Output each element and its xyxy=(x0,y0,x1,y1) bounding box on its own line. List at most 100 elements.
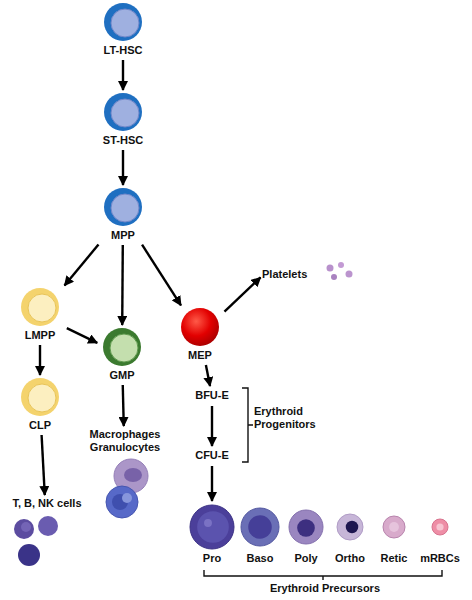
cell-node: LMPP xyxy=(15,287,65,343)
cell-node: ST-HSC xyxy=(96,92,150,148)
cell-shape xyxy=(283,503,329,549)
cell-outer xyxy=(104,188,142,226)
text-block: Baso xyxy=(237,552,283,565)
cell-shape xyxy=(20,377,60,417)
progenitor-bracket xyxy=(242,388,253,462)
lineage-arrow xyxy=(123,385,124,426)
cell-node: Platelets xyxy=(262,266,318,284)
cell-shape xyxy=(417,503,463,549)
cell-outer xyxy=(181,308,219,346)
lineage-arrow xyxy=(42,435,45,495)
cell-node: Baso xyxy=(237,503,283,567)
cell-nucleolus xyxy=(204,519,212,527)
cell-node: Macrophages Granulocytes xyxy=(78,428,172,523)
stage-node: BFU-E xyxy=(187,388,237,404)
lineage-arrow xyxy=(122,60,124,90)
cell-shape xyxy=(103,2,143,42)
text-block: Ortho xyxy=(327,552,373,565)
cell-nucleus xyxy=(111,99,139,127)
text-block: Pro xyxy=(189,552,235,565)
cell-outer xyxy=(104,3,142,41)
cell-nucleus xyxy=(110,334,138,362)
platelet-dot xyxy=(331,274,337,280)
lymphocyte-cell xyxy=(18,544,40,566)
cell-shape xyxy=(10,515,70,575)
erythroid-cell xyxy=(337,514,363,540)
text-block: T, B, NK cells xyxy=(2,497,92,510)
cell-outer xyxy=(21,378,59,416)
lineage-arrow xyxy=(122,150,124,185)
granulocyte-cell xyxy=(106,486,138,518)
node-label: LMPP xyxy=(15,329,65,342)
cell-nucleus xyxy=(111,9,139,37)
cell-shape xyxy=(237,503,283,549)
text-block: MEP xyxy=(177,349,223,362)
node-label: CFU-E xyxy=(187,449,237,462)
node-label: CLP xyxy=(17,419,63,432)
cell-shape xyxy=(180,307,220,347)
text-block: Retic xyxy=(371,552,417,565)
cell-shape xyxy=(327,503,373,549)
lineage-arrow xyxy=(121,245,124,325)
lineage-arrow xyxy=(206,365,210,386)
cell-outer xyxy=(104,93,142,131)
text-block: GMP xyxy=(99,369,145,382)
node-label: Macrophages Granulocytes xyxy=(78,428,172,454)
cell-nucleus xyxy=(124,468,142,482)
bracket-label: Erythroid Precursors xyxy=(240,582,410,595)
cell-node: Retic xyxy=(371,503,417,567)
cell-shape xyxy=(324,260,358,284)
cell-shape xyxy=(103,92,143,132)
cell-nucleus xyxy=(346,521,358,533)
cell-shape xyxy=(102,327,142,367)
bracket-label: Erythroid Progenitors xyxy=(254,405,334,431)
lineage-arrow xyxy=(39,345,41,375)
lymphocyte-cell xyxy=(14,519,34,539)
cell-granule xyxy=(122,493,132,503)
node-label: Retic xyxy=(371,552,417,565)
node-label: LT-HSC xyxy=(96,44,150,57)
cell-nucleus xyxy=(111,194,139,222)
text-block: MPP xyxy=(96,229,150,242)
cell-node: GMP xyxy=(99,327,145,383)
cell-shape xyxy=(95,458,155,520)
text-block: CFU-E xyxy=(187,449,237,462)
node-label: Baso xyxy=(237,552,283,565)
cell-nucleus xyxy=(297,519,315,537)
erythroid-cell xyxy=(432,519,448,535)
cell-shape xyxy=(20,287,60,327)
platelet-dot xyxy=(327,265,334,272)
text-block: BFU-E xyxy=(187,389,237,402)
cell-nucleus xyxy=(28,384,56,412)
cell-outer xyxy=(21,288,59,326)
cell-node: mRBCs xyxy=(417,503,463,567)
node-label: BFU-E xyxy=(187,389,237,402)
node-label: Poly xyxy=(283,552,329,565)
node-label: mRBCs xyxy=(417,552,463,565)
cell-node: MEP xyxy=(177,307,223,363)
erythroid-cell xyxy=(241,508,279,546)
lineage-arrow xyxy=(211,406,213,446)
text-block: ST-HSC xyxy=(96,134,150,147)
text-block: Poly xyxy=(283,552,329,565)
cell-center xyxy=(436,523,443,530)
node-label: Platelets xyxy=(262,268,318,281)
cell-node: MPP xyxy=(96,187,150,243)
erythroid-cell xyxy=(383,516,405,538)
platelet-dot xyxy=(346,271,353,278)
text-block: CLP xyxy=(17,419,63,432)
cell-outer xyxy=(103,328,141,366)
cell-node: CLP xyxy=(17,377,63,433)
text-block: LMPP xyxy=(15,329,65,342)
cell-shape xyxy=(103,187,143,227)
cell-center xyxy=(389,522,399,532)
lymphocyte-cell xyxy=(38,516,58,536)
text-block: LT-HSC xyxy=(96,44,150,57)
cell-nucleus xyxy=(28,294,56,322)
node-label: T, B, NK cells xyxy=(2,497,92,510)
cell-nucleus xyxy=(197,511,229,543)
cell-node: LT-HSC xyxy=(96,2,150,58)
erythroid-cell xyxy=(190,505,234,549)
node-label: MEP xyxy=(177,349,223,362)
precursor-bracket xyxy=(204,570,442,580)
